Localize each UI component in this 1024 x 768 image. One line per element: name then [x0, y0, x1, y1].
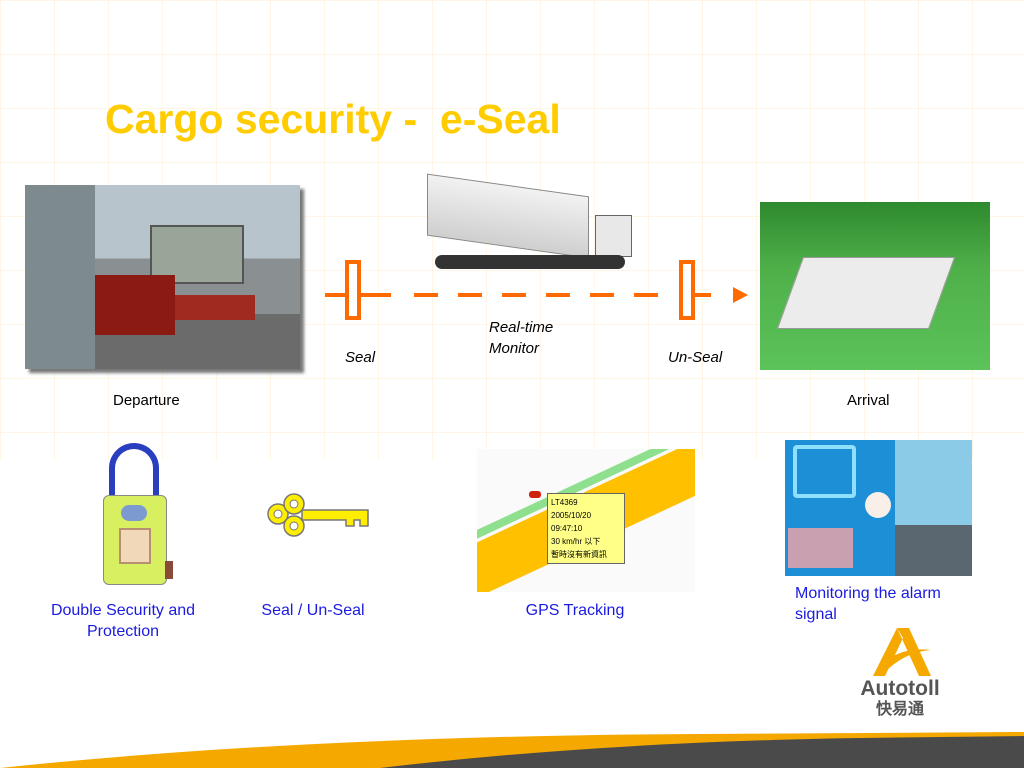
seal-label: Seal: [345, 349, 376, 366]
speed: 30 km/hr 以下: [551, 537, 601, 546]
departure-label: Departure: [113, 392, 180, 409]
monitor-dashed-line: [414, 293, 668, 297]
arrow-icon: [733, 287, 748, 303]
time: 09:47:10: [551, 524, 583, 533]
gps-map-image: LT4369 2005/10/20 09:47:10 30 km/hr 以下 暫…: [477, 449, 695, 592]
logo-chinese: 快易通: [875, 701, 924, 718]
unseal-symbol: [679, 260, 695, 320]
autotoll-logo: Autotoll 快易通: [850, 626, 950, 726]
date: 2005/10/20: [551, 511, 592, 520]
caption-alarm-monitoring: Monitoring the alarm signal: [795, 585, 941, 623]
footer-swoosh: [0, 732, 1024, 768]
seal-connector: [361, 293, 391, 297]
seal-symbol: [345, 260, 361, 320]
alarm-monitoring-image: [785, 440, 972, 576]
message: 暫時沒有新資訊: [551, 550, 607, 559]
autotoll-logo-mark-icon: [873, 628, 931, 676]
unseal-label: Un-Seal: [668, 349, 723, 366]
page-title: Cargo security - e-Seal: [105, 96, 561, 142]
unseal-connector: [695, 293, 711, 297]
arrival-photo: [760, 202, 990, 370]
truck-image: [425, 173, 632, 280]
seal-connector: [325, 293, 345, 297]
padlock-icon: [103, 443, 175, 585]
departure-photo: [25, 185, 300, 369]
caption-gps-tracking: GPS Tracking: [525, 602, 625, 619]
key-icon: [267, 493, 369, 537]
vehicle-id: LT4369: [551, 498, 578, 507]
gps-popup: LT4369 2005/10/20 09:47:10 30 km/hr 以下 暫…: [547, 493, 625, 564]
caption-seal-unseal: Seal / Un-Seal: [261, 602, 365, 619]
caption-double-security: Double Security and Protection: [50, 602, 196, 640]
logo-name: Autotoll: [860, 677, 940, 700]
vehicle-marker-icon: [529, 491, 541, 498]
monitor-label-1: Real-time: [489, 319, 554, 336]
arrival-label: Arrival: [847, 392, 890, 409]
monitor-label-2: Monitor: [489, 340, 540, 357]
